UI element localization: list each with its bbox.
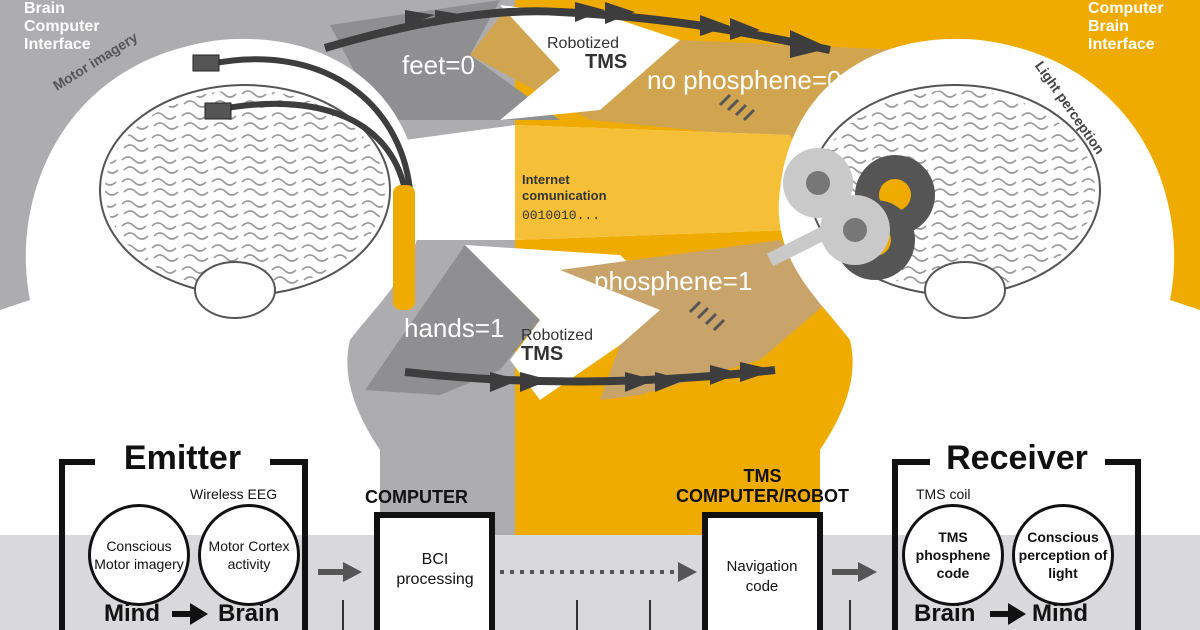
- corner-label-left-3: Interface: [24, 36, 91, 53]
- tms-phosphene-code-node: TMS phosphene code: [902, 504, 1004, 606]
- upper-chevron: [500, 5, 680, 120]
- corner-label-left: Brain Computer Interface: [24, 0, 100, 54]
- computer-title: COMPUTER: [365, 487, 468, 507]
- receiver-flow-from: Brain: [914, 600, 976, 627]
- tms-computer-title: TMS COMPUTER/ROBOT: [655, 466, 870, 506]
- robotized-tms-lower-line1: Robotized: [521, 327, 594, 344]
- tms-computer-box: [702, 512, 823, 630]
- upper-signal-arrow: [323, 7, 831, 54]
- navigation-code-label: Navigation code: [726, 558, 798, 595]
- motor-cortex-activity-text: Motor Cortex activity: [208, 538, 290, 572]
- emitter-flow-to: Brain: [218, 600, 280, 627]
- robotized-tms-lower: Robotized TMS: [521, 327, 593, 366]
- lower-beam-right: [560, 240, 830, 400]
- robotized-tms-upper-line2: TMS: [585, 51, 628, 73]
- receiver-bracket: [892, 459, 1141, 630]
- receiver-title: Receiver: [932, 438, 1102, 478]
- corner-label-right-1: Computer: [1088, 0, 1164, 17]
- bci-processing-label: BCI processing: [396, 551, 474, 588]
- conscious-perception-text: Conscious perception of light: [1018, 529, 1108, 581]
- computer-box: [374, 512, 495, 630]
- emitter-title: Emitter: [100, 438, 265, 478]
- eeg-cable: [204, 56, 413, 191]
- robotized-tms-upper: Robotized TMS: [547, 35, 627, 74]
- emitter-bracket: [59, 459, 308, 630]
- internet-communication: Internet comunication 0010010...: [522, 172, 607, 224]
- wireless-eeg-label: Wireless EEG: [190, 486, 278, 502]
- phosphene-code: phosphene=1: [594, 266, 753, 296]
- lower-beam-left: [365, 245, 540, 395]
- emitter-flow-from: Mind: [104, 600, 160, 627]
- tms-coil-icon: [766, 148, 935, 280]
- receiver-flow-to: Mind: [1032, 600, 1088, 627]
- internet-line1: Internet: [522, 172, 570, 187]
- wireless-eeg-device: [393, 185, 415, 310]
- internet-line2: comunication: [522, 188, 607, 203]
- tms-computer-title-line2: COMPUTER/ROBOT: [676, 486, 849, 506]
- motor-cortex-activity-node: Motor Cortex activity: [198, 504, 300, 606]
- no-phosphene-code: no phosphene=0: [647, 65, 842, 95]
- corner-label-left-2: Computer: [24, 18, 100, 35]
- robotized-tms-upper-line1: Robotized: [547, 35, 620, 52]
- corner-label-left-1: Brain: [24, 0, 65, 17]
- corner-label-right-2: Brain: [1088, 18, 1129, 35]
- conscious-motor-imagery-text: Conscious Motor imagery: [94, 538, 184, 572]
- tms-phosphene-code-text: TMS phosphene code: [915, 529, 991, 581]
- tms-coil-label: TMS coil: [916, 486, 971, 502]
- conscious-motor-imagery-node: Conscious Motor imagery: [88, 504, 190, 606]
- robotized-tms-lower-line2: TMS: [521, 343, 564, 365]
- mid-band-orange: [515, 125, 800, 240]
- hands-code: hands=1: [404, 313, 505, 343]
- hatch-lower: [688, 300, 726, 332]
- internet-bits: 0010010...: [522, 208, 601, 223]
- conscious-perception-node: Conscious perception of light: [1012, 504, 1114, 606]
- tms-computer-title-line1: TMS: [743, 466, 782, 486]
- hatch-upper: [718, 93, 756, 122]
- feet-code: feet=0: [402, 50, 476, 80]
- corner-label-right-3: Interface: [1088, 36, 1155, 53]
- corner-label-right: Computer Brain Interface: [1088, 0, 1164, 54]
- eeg-electrode-2: [204, 102, 232, 120]
- eeg-electrode-1: [192, 54, 220, 72]
